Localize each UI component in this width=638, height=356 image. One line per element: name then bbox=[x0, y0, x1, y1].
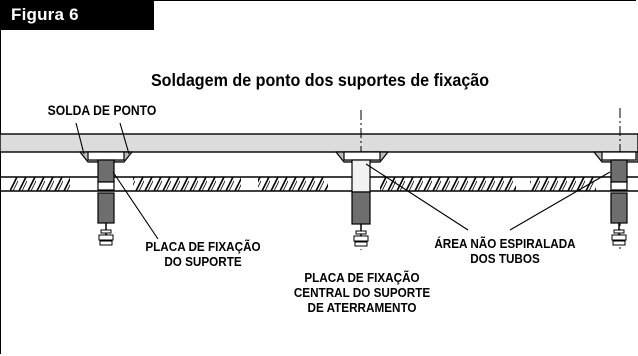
label-plate-line1: PLACA DE FIXAÇÃO bbox=[145, 239, 261, 254]
label-area-line2: DOS TUBOS bbox=[470, 251, 540, 266]
label-plate-line2: DO SUPORTE bbox=[164, 254, 242, 269]
right-support bbox=[592, 108, 638, 250]
label-central-line1: PLACA DE FIXAÇÃO bbox=[304, 270, 420, 285]
label-area-line1: ÁREA NÃO ESPIRALADA bbox=[434, 236, 576, 251]
center-support bbox=[334, 110, 390, 250]
mounting-rail bbox=[0, 133, 638, 153]
figure-label: Figura 6 bbox=[0, 0, 154, 30]
diagram-title: Soldagem de ponto dos suportes de fixaçã… bbox=[150, 70, 490, 90]
label-spot-weld: SOLDA DE PONTO bbox=[47, 103, 157, 118]
label-central-line2: CENTRAL DO SUPORTE bbox=[293, 285, 431, 300]
left-support bbox=[78, 151, 134, 246]
spiral-tube bbox=[0, 176, 638, 192]
leader-lines bbox=[75, 122, 611, 240]
label-central-line3: DE ATERRAMENTO bbox=[307, 300, 417, 315]
